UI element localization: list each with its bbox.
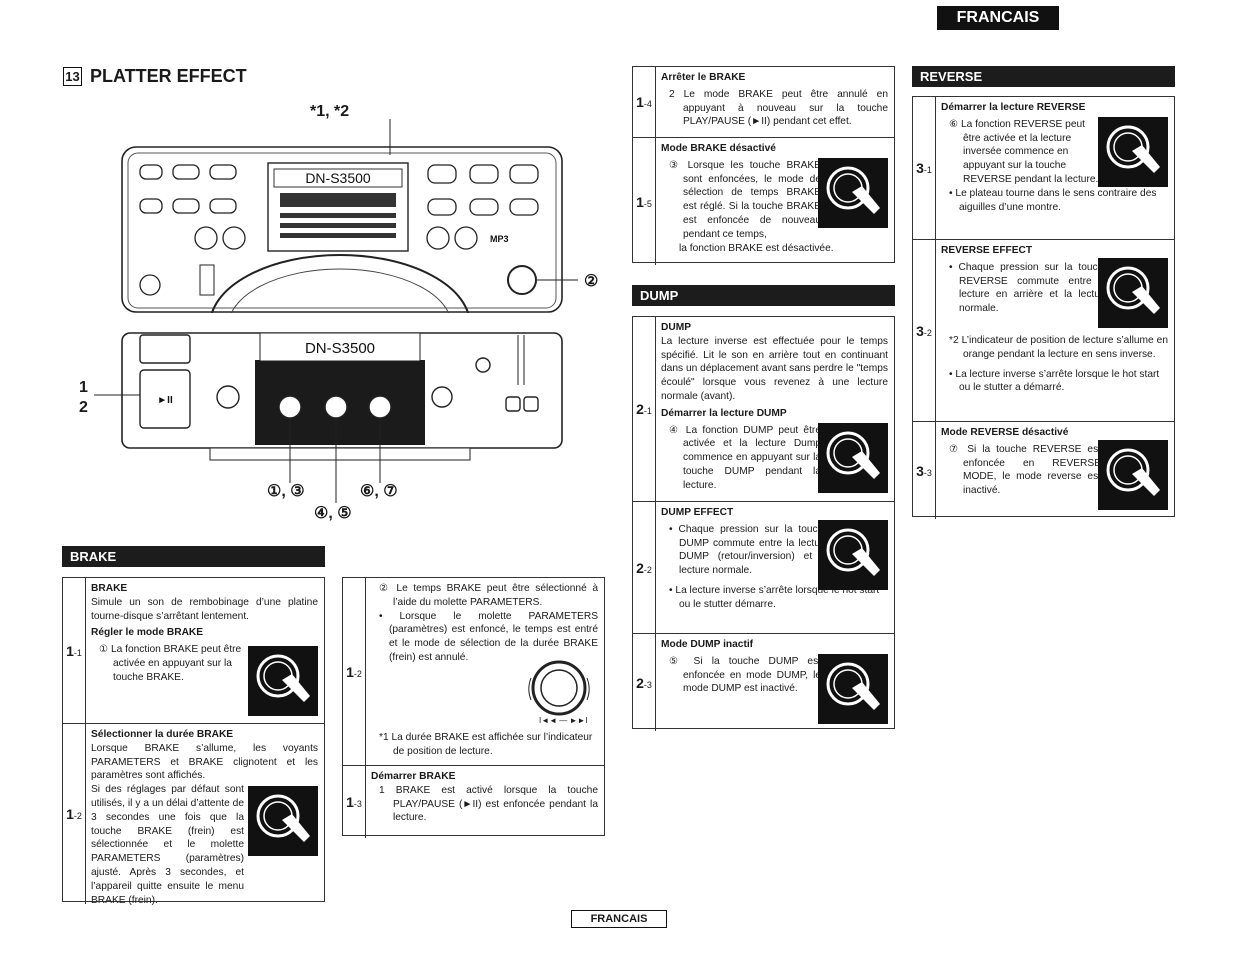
- hand-press-icon: [1098, 258, 1168, 328]
- brake-table-end: 1-4 Arrêter le BRAKE 2 Le mode BRAKE peu…: [632, 66, 895, 265]
- callout-top: *1, *2: [310, 103, 350, 120]
- row-content: Mode DUMP inactif ⑤ Si la touche DUMP es…: [661, 639, 821, 695]
- callout-right: ②: [584, 273, 599, 290]
- row-label: 2-2: [633, 502, 656, 634]
- row-label: 1-1: [63, 578, 86, 723]
- row-content: Mode REVERSE désactivé ⑦ Si la touche RE…: [941, 427, 1101, 497]
- row-content: Démarrer la lecture REVERSE ⑥ La fonctio…: [941, 102, 1157, 213]
- row-label: 3-2: [913, 240, 936, 422]
- knob-label: I◄◄ — ►►I: [539, 716, 588, 725]
- platter-logo: DN-S3500: [305, 340, 375, 357]
- section-title-text: PLATTER EFFECT: [90, 66, 247, 86]
- dump-row-2-1: 2-1 DUMP La lecture inverse est effectué…: [633, 317, 894, 501]
- row-content: BRAKE Simule un son de rembobinage d’une…: [91, 583, 318, 683]
- row-label: 1-2: [63, 724, 86, 904]
- hand-press-icon: [1098, 440, 1168, 510]
- row-content: Démarrer BRAKE 1 BRAKE est activé lorsqu…: [371, 771, 598, 824]
- display-logo: DN-S3500: [305, 170, 371, 186]
- row-content: ② Le temps BRAKE peut être sélectionné à…: [379, 583, 598, 663]
- hand-press-icon: [248, 786, 318, 856]
- section-title: 13 PLATTER EFFECT: [63, 66, 247, 87]
- row-content: Mode BRAKE désactivé ③ Lorsque les touch…: [661, 143, 834, 254]
- hand-press-icon: [818, 158, 888, 228]
- brake-row-1-2: 1-2 Sélectionner la durée BRAKE Lorsque …: [63, 723, 324, 906]
- row-label: 3-1: [913, 97, 936, 239]
- reverse-row-3-3: 3-3 Mode REVERSE désactivé ⑦ Si la touch…: [913, 421, 1174, 519]
- device-illustration: DN-S3500 MP3 DN-S3500: [94, 119, 578, 503]
- section-number: 13: [63, 67, 82, 86]
- language-tab: FRANCAIS: [937, 6, 1059, 30]
- reverse-table: 3-1 Démarrer la lecture REVERSE ⑥ La fon…: [912, 96, 1175, 519]
- brake-table-continued: 1-2 ② Le temps BRAKE peut être sélection…: [342, 577, 605, 838]
- row-content: Sélectionner la durée BRAKE Lorsque BRAK…: [91, 729, 318, 906]
- row-label: 1-2: [343, 578, 366, 765]
- row-label: 1-5: [633, 138, 656, 265]
- row-label: 3-3: [913, 422, 936, 519]
- reverse-bar: REVERSE: [912, 66, 1175, 87]
- reverse-row-3-2: 3-2 REVERSE EFFECT • Chaque pression sur…: [913, 239, 1174, 422]
- row-content: DUMP La lecture inverse est effectuée po…: [661, 322, 888, 491]
- hand-press-icon: [818, 423, 888, 493]
- parameters-knob-icon: [511, 658, 601, 726]
- hand-press-icon: [1098, 117, 1168, 187]
- callout-bottom-c: ④, ⑤: [314, 505, 352, 522]
- brake-row-1-1: 1-1 BRAKE Simule un son de rembobinage d…: [63, 578, 324, 723]
- footer-language-label: FRANCAIS: [571, 910, 667, 928]
- brake-row-1-2-cont: 1-2 ② Le temps BRAKE peut être sélection…: [343, 578, 604, 765]
- callout-left-2: 2: [79, 399, 88, 416]
- play-pause-symbol: ►II: [157, 395, 173, 406]
- callout-bottom-b: ⑥, ⑦: [360, 483, 398, 500]
- row-label: 1-3: [343, 766, 366, 838]
- dump-bar: DUMP: [632, 285, 895, 306]
- dump-row-2-3: 2-3 Mode DUMP inactif ⑤ Si la touche DUM…: [633, 633, 894, 731]
- hand-press-icon: [248, 646, 318, 716]
- mp3-label: MP3: [490, 234, 509, 244]
- brake-bar: BRAKE: [62, 546, 325, 567]
- row-label: 1-4: [633, 67, 656, 137]
- hand-press-icon: [818, 654, 888, 724]
- brake-row-1-4: 1-4 Arrêter le BRAKE 2 Le mode BRAKE peu…: [633, 67, 894, 137]
- reverse-row-3-1: 3-1 Démarrer la lecture REVERSE ⑥ La fon…: [913, 97, 1174, 239]
- device-diagram: DN-S3500 MP3 DN-S3500: [70, 95, 610, 535]
- row-label: 2-1: [633, 317, 656, 501]
- row-content: DUMP EFFECT • Chaque pression sur la tou…: [661, 507, 880, 610]
- callout-left-1: 1: [79, 379, 88, 396]
- row-label: 2-3: [633, 634, 656, 731]
- row-content: Arrêter le BRAKE 2 Le mode BRAKE peut êt…: [661, 72, 888, 128]
- callout-bottom-a: ①, ③: [267, 483, 305, 500]
- brake-row-1-3: 1-3 Démarrer BRAKE 1 BRAKE est activé lo…: [343, 765, 604, 838]
- dump-table: 2-1 DUMP La lecture inverse est effectué…: [632, 316, 895, 731]
- brake-footnote: *1 La durée BRAKE est affichée sur l’ind…: [379, 732, 593, 757]
- brake-row-1-5: 1-5 Mode BRAKE désactivé ③ Lorsque les t…: [633, 137, 894, 265]
- brake-table: 1-1 BRAKE Simule un son de rembobinage d…: [62, 577, 325, 906]
- hand-press-icon: [818, 520, 888, 590]
- dump-row-2-2: 2-2 DUMP EFFECT • Chaque pression sur la…: [633, 501, 894, 634]
- row-content: REVERSE EFFECT • Chaque pression sur la …: [941, 245, 1168, 394]
